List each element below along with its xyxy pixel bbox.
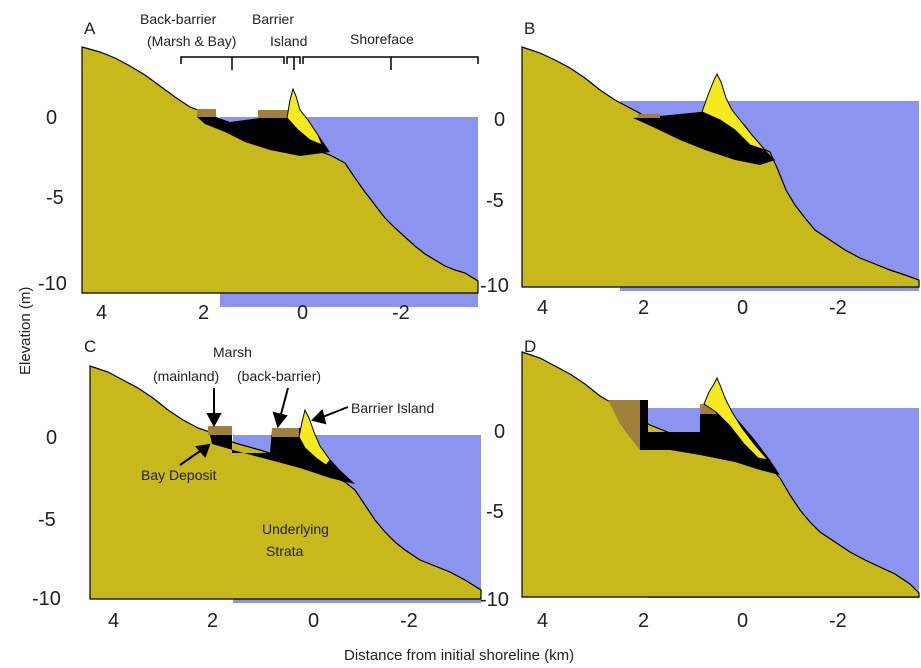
ytick: -10 — [480, 589, 509, 611]
xtick: 4 — [96, 302, 107, 324]
label-barrier-island: Barrier Island — [351, 400, 434, 416]
bracket-barrier — [286, 56, 301, 70]
xtick: 4 — [537, 610, 548, 632]
bracket-shoreface — [302, 56, 479, 70]
barrier-island — [701, 72, 767, 152]
ytick: -5 — [38, 509, 56, 531]
label-underlying: Underlying — [262, 521, 329, 537]
barrier-island — [703, 376, 770, 461]
barrier-island — [286, 87, 323, 146]
underlying-strata — [89, 365, 482, 600]
label-back-barrier: Back-barrier — [140, 11, 217, 27]
bay-deposit — [208, 426, 355, 484]
xtick: 4 — [537, 297, 548, 319]
ytick: -5 — [46, 187, 64, 209]
panel-label: B — [524, 19, 535, 38]
underlying-strata — [521, 46, 920, 288]
ytick: 0 — [494, 109, 505, 131]
marsh-mainland — [197, 109, 216, 117]
xtick: 2 — [638, 610, 649, 632]
xtick: -2 — [400, 610, 418, 632]
ytick: -10 — [480, 275, 509, 297]
ytick: 0 — [46, 427, 57, 449]
label-barrier: Barrier — [252, 11, 294, 27]
panel-c: C 0 -5 -10 4 2 0 -2 Marsh (mainland) (ba… — [32, 337, 482, 632]
arrows — [179, 387, 349, 466]
marsh-mainland — [208, 426, 232, 435]
label-bay-deposit: Bay Deposit — [141, 467, 217, 483]
ytick: -5 — [486, 501, 504, 523]
marsh — [608, 400, 640, 450]
marsh-back-barrier — [272, 428, 299, 437]
xtick: 0 — [737, 297, 748, 319]
panel-label: A — [84, 19, 96, 38]
ytick: -5 — [486, 190, 504, 212]
panel-d: D 0 -5 -10 4 2 0 -2 — [480, 337, 920, 632]
label-mainland: (mainland) — [153, 368, 219, 384]
label-marsh-bay: (Marsh & Bay) — [147, 33, 236, 49]
x-axis-title: Distance from initial shoreline (km) — [344, 647, 574, 664]
ytick: 0 — [494, 421, 505, 443]
panel-b: B 0 -5 -10 4 2 0 -2 — [480, 19, 920, 319]
panel-a: A 0 -5 -10 4 2 0 -2 Back-barrier (Marsh … — [38, 11, 479, 324]
label-shoreface: Shoreface — [350, 31, 414, 47]
bracket-back-barrier — [180, 56, 285, 70]
xtick: 2 — [207, 610, 218, 632]
underlying-strata — [81, 46, 479, 294]
marsh — [638, 114, 660, 118]
xtick: 0 — [308, 610, 319, 632]
label-back-barrier: (back-barrier) — [237, 368, 321, 384]
xtick: 2 — [638, 297, 649, 319]
xtick: -2 — [392, 302, 410, 324]
marsh-back-barrier — [258, 110, 288, 118]
panel-label: C — [84, 337, 96, 356]
xtick: -2 — [829, 297, 847, 319]
bay-deposit — [640, 400, 780, 475]
ytick: -10 — [32, 588, 61, 610]
ytick: -10 — [38, 273, 67, 295]
xtick: 0 — [737, 610, 748, 632]
label-island: Island — [270, 33, 307, 49]
barrier-island — [298, 408, 331, 466]
xtick: 2 — [198, 302, 209, 324]
xtick: 0 — [297, 302, 308, 324]
xtick: 4 — [108, 610, 119, 632]
panel-label: D — [524, 337, 536, 356]
label-marsh: Marsh — [213, 344, 252, 360]
xtick: -2 — [829, 610, 847, 632]
label-strata: Strata — [266, 543, 304, 559]
ytick: 0 — [46, 107, 57, 129]
y-axis-title: Elevation (m) — [17, 287, 34, 375]
